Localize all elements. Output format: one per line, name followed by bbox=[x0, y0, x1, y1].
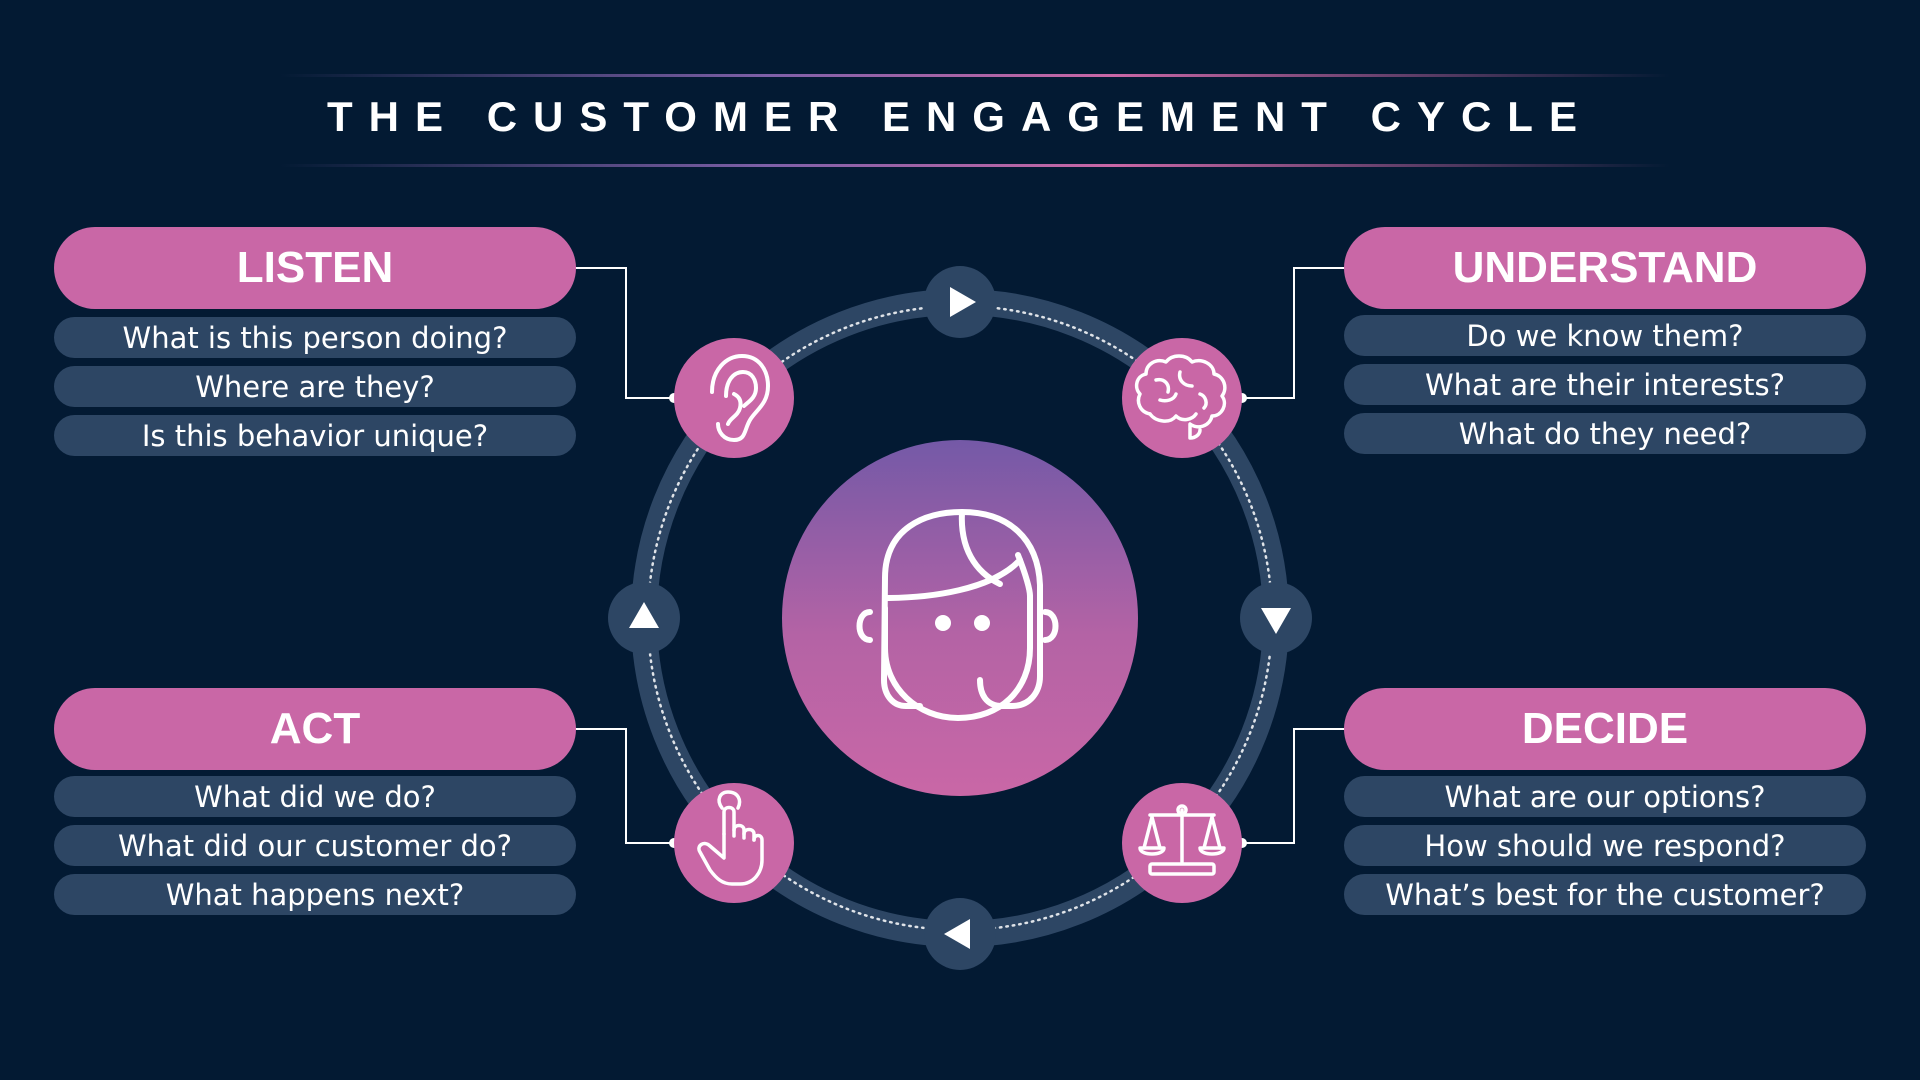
arrow-node-top bbox=[924, 266, 996, 338]
arrow-left-icon bbox=[944, 919, 970, 949]
stage-node-listen bbox=[674, 338, 794, 458]
stage-node-act bbox=[674, 783, 794, 903]
arrow-node-bottom bbox=[924, 898, 996, 970]
stage-act-question: What did our customer do? bbox=[54, 825, 576, 866]
customer-face-icon bbox=[856, 509, 1059, 721]
connector-decide bbox=[1242, 728, 1346, 844]
stage-understand-question: What are their interests? bbox=[1344, 364, 1866, 405]
stage-decide-question: What are our options? bbox=[1344, 776, 1866, 817]
stage-decide-question: What’s best for the customer? bbox=[1344, 874, 1866, 915]
connector-understand bbox=[1242, 267, 1346, 399]
arrow-right-icon bbox=[950, 287, 976, 317]
title-area: THE CUSTOMER ENGAGEMENT CYCLE bbox=[0, 0, 1920, 180]
face-eyes bbox=[935, 615, 990, 631]
stage-node-understand bbox=[1122, 338, 1242, 458]
ear-icon bbox=[710, 354, 770, 442]
arrow-node-right bbox=[1240, 582, 1312, 654]
arrow-down-icon bbox=[1261, 608, 1291, 634]
stage-understand-question: What do they need? bbox=[1344, 413, 1866, 454]
face-eye-left bbox=[935, 615, 951, 631]
title-divider-bottom bbox=[280, 164, 1670, 167]
connector-act bbox=[574, 728, 674, 844]
center-circle bbox=[782, 440, 1138, 796]
arrow-node-left bbox=[608, 582, 680, 654]
stage-listen-title: LISTEN bbox=[54, 227, 576, 309]
stage-listen-question: Is this behavior unique? bbox=[54, 415, 576, 456]
stage-act-title: ACT bbox=[54, 688, 576, 770]
stage-listen-question: Where are they? bbox=[54, 366, 576, 407]
stage-listen-question: What is this person doing? bbox=[54, 317, 576, 358]
stage-act-question: What did we do? bbox=[54, 776, 576, 817]
page-title: THE CUSTOMER ENGAGEMENT CYCLE bbox=[327, 93, 1593, 140]
title-divider-top bbox=[280, 74, 1670, 77]
pointing-hand-icon bbox=[697, 790, 764, 886]
stage-decide-title: DECIDE bbox=[1344, 688, 1866, 770]
scales-icon bbox=[1138, 804, 1226, 876]
stage-act-question: What happens next? bbox=[54, 874, 576, 915]
stage-node-decide bbox=[1122, 783, 1242, 903]
stage-understand-question: Do we know them? bbox=[1344, 315, 1866, 356]
stage-decide-question: How should we respond? bbox=[1344, 825, 1866, 866]
connector-listen bbox=[574, 267, 674, 399]
arrow-up-icon bbox=[629, 602, 659, 628]
stage-node-act-circle bbox=[674, 783, 794, 903]
brain-icon bbox=[1134, 354, 1227, 440]
connector-lines bbox=[574, 267, 1346, 844]
stage-understand-title: UNDERSTAND bbox=[1344, 227, 1866, 309]
face-eye-right bbox=[974, 615, 990, 631]
